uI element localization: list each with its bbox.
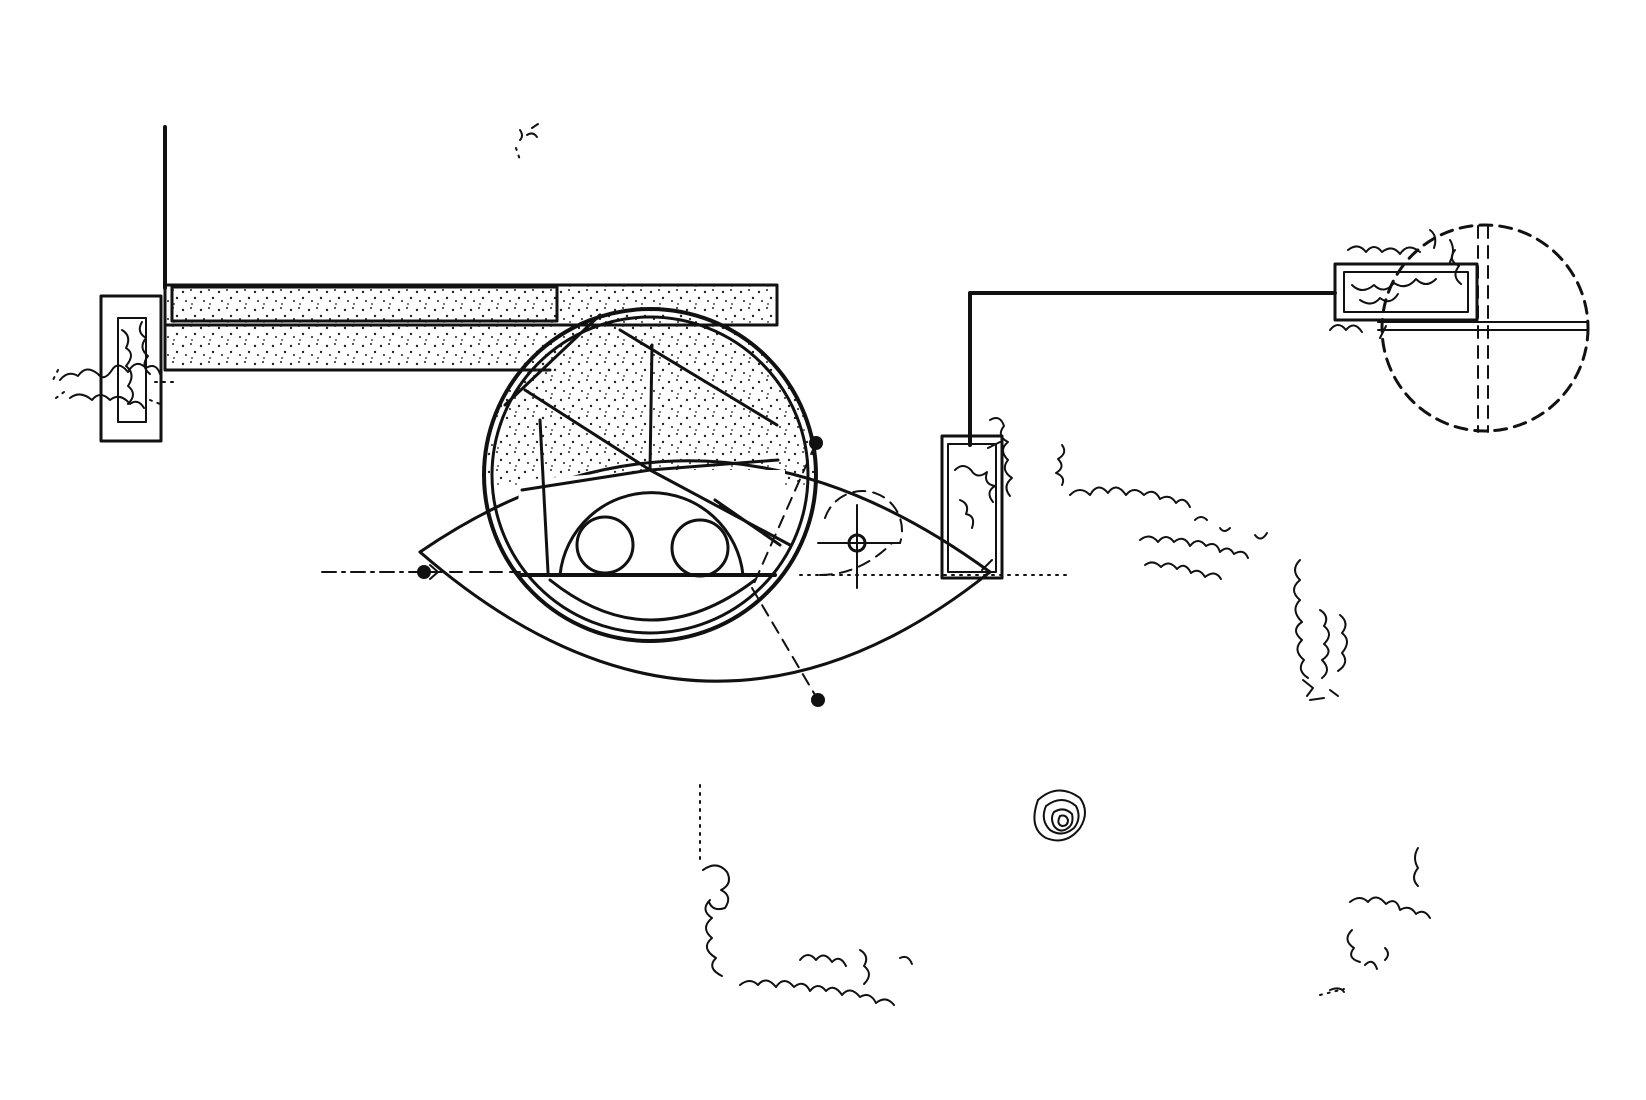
middle-planter [940,417,1013,580]
middle-planter-vegetation [954,417,1013,571]
horizontal-axis-line [321,571,1073,576]
axis-markers [417,436,825,707]
bent-connector-line [968,291,1337,447]
drum-interior-walls [503,313,792,574]
diagonal-axis-line [751,442,819,701]
vegetation-sprig-north [515,123,539,161]
axis-node-bottom [811,693,825,707]
vegetation-cluster-east [1055,444,1348,701]
left-planter-vegetation [51,321,176,409]
left-planter [51,294,176,443]
axis-node-left [417,565,431,579]
right-dashed-circle [1377,223,1590,433]
boulder-contour-symbol [1033,789,1086,842]
axis-node-top [809,436,823,450]
long-wall [163,283,779,372]
vegetation-cluster-south [699,784,913,1006]
pivot-crosshair-symbol [817,490,903,589]
drum-interior-seating [518,491,777,622]
vegetation-cluster-southeast [1319,847,1431,996]
